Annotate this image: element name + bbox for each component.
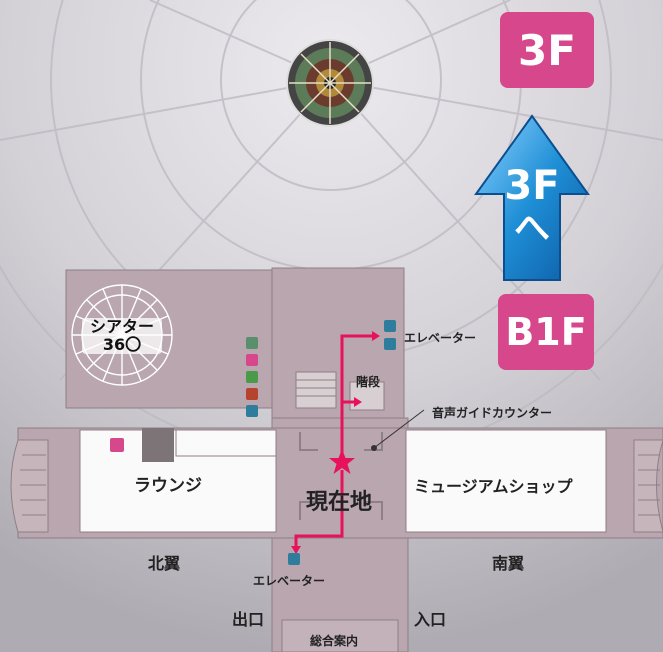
restroom-men-icon (246, 388, 258, 400)
restroom-accessible-icon (246, 371, 258, 383)
lounge-label: ラウンジ (134, 476, 202, 496)
elevator-label-lower: エレベーター (253, 574, 326, 588)
floor-badge-b1f[interactable]: B1F (498, 294, 594, 370)
stained-glass-icon (286, 39, 374, 127)
floor-badge-3f[interactable]: 3F (500, 12, 594, 88)
elevator-icon (288, 553, 300, 565)
elevator-icon (384, 338, 396, 350)
up-arrow-icon[interactable] (474, 114, 590, 282)
audio-guide-label: 音声ガイドカウンター (432, 406, 553, 420)
theater-label-line2: 36〇 (102, 335, 142, 354)
museum-shop-label: ミュージアムショップ (414, 477, 573, 496)
exit-label: 出口 (232, 610, 265, 629)
current-location-label: 現在地 (306, 490, 373, 515)
elevator-icon (384, 320, 396, 332)
nursing-room-icon (110, 438, 124, 452)
theater-label-line1: シアター (89, 317, 154, 336)
restroom-child-icon (246, 405, 258, 417)
arrow-label-floor: 3F (504, 163, 560, 209)
info-desk-label: 総合案内 (310, 634, 359, 648)
elevator-label-upper: エレベーター (404, 331, 477, 345)
stairs-label: 階段 (356, 375, 381, 389)
restroom-wheelchair-icon (246, 337, 258, 349)
entrance-label: 入口 (414, 610, 447, 629)
restroom-women-icon (246, 354, 258, 366)
north-wing-label: 北翼 (148, 554, 181, 573)
south-wing-label: 南翼 (492, 554, 525, 573)
arrow-label-direction: へ (513, 208, 550, 249)
star-marker (329, 449, 355, 474)
theater-label: シアター 36〇 (82, 318, 162, 354)
